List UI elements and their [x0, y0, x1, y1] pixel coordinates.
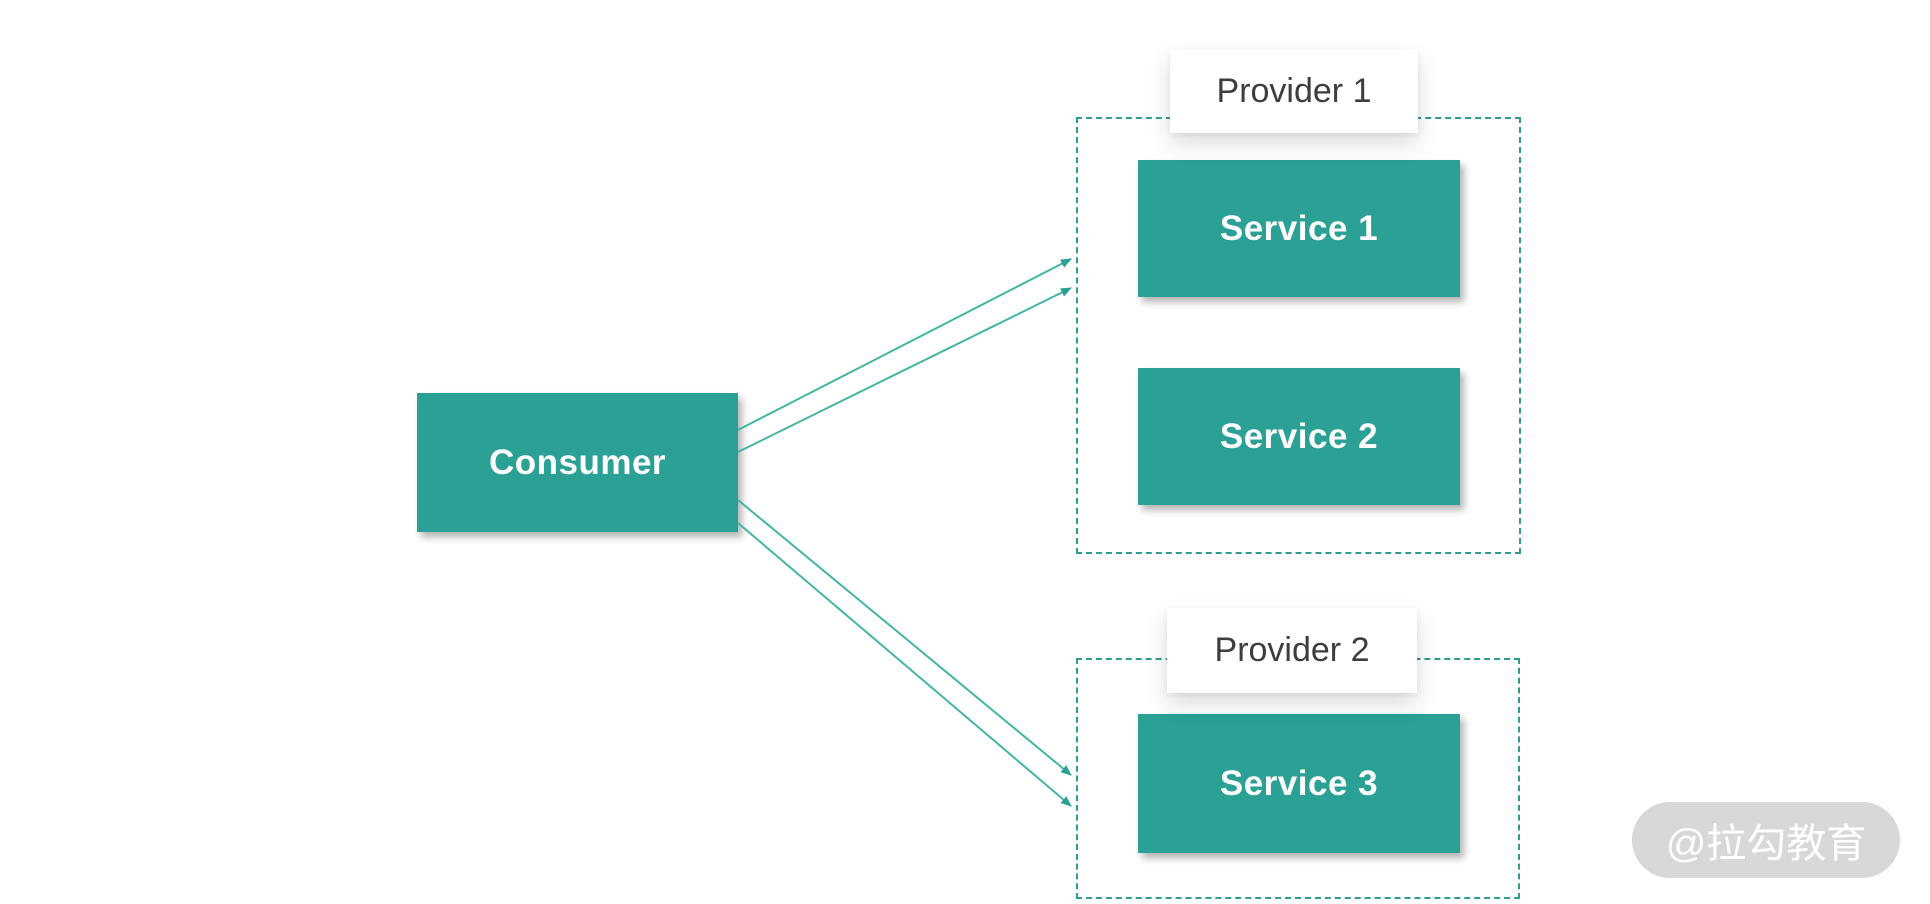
- service3-node: Service 3: [1138, 714, 1460, 853]
- service2-label: Service 2: [1219, 416, 1379, 456]
- service1-node: Service 1: [1138, 160, 1460, 297]
- watermark-text: @拉勾教育: [1665, 822, 1867, 866]
- watermark-badge: @拉勾教育: [1632, 802, 1900, 878]
- provider1-label: Provider 1: [1170, 50, 1418, 133]
- service3-label: Service 3: [1219, 763, 1379, 803]
- provider2-label-text: Provider 2: [1214, 631, 1370, 669]
- provider1-label-text: Provider 1: [1216, 72, 1372, 110]
- consumer-node: Consumer: [417, 393, 738, 532]
- service2-node: Service 2: [1138, 368, 1460, 505]
- arrow-consumer-to-service1-b: [737, 287, 1072, 453]
- arrow-consumer-to-service3-a: [737, 499, 1072, 776]
- consumer-label: Consumer: [488, 442, 667, 482]
- service1-label: Service 1: [1219, 208, 1379, 248]
- arrow-consumer-to-service1-a: [737, 258, 1072, 431]
- arrow-consumer-to-service3-b: [737, 522, 1072, 807]
- provider2-label: Provider 2: [1167, 608, 1417, 693]
